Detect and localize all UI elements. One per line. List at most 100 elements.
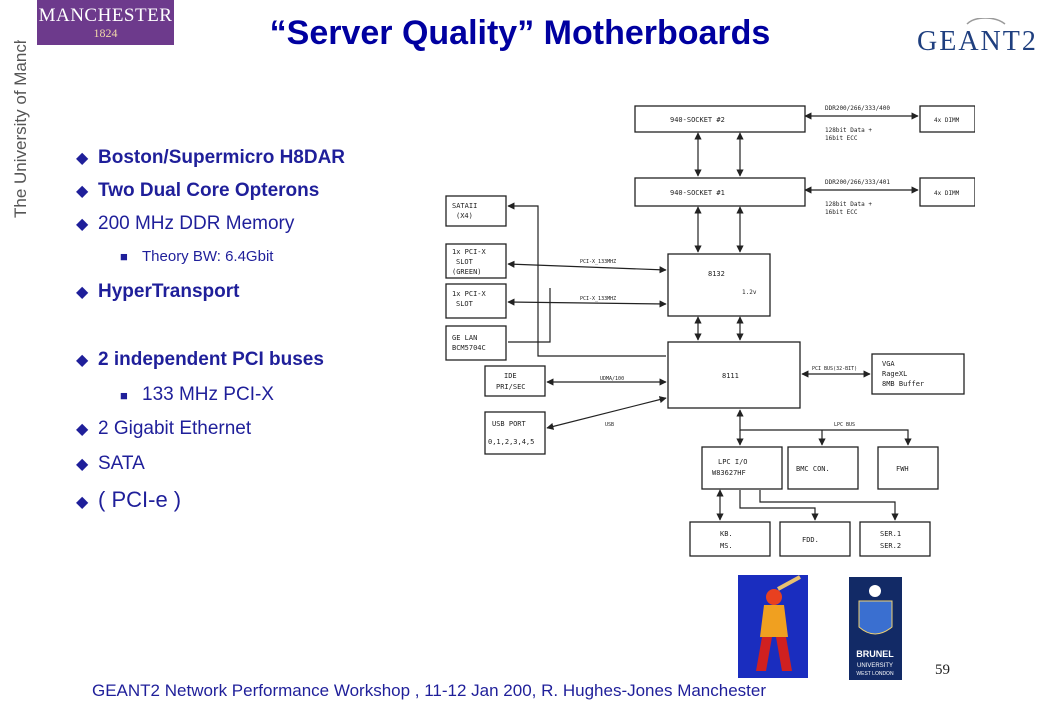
data-label-1: 128bit Data + [825,127,872,134]
bcm-label: BCM5704C [452,344,486,352]
ser2-label: SER.2 [880,542,901,550]
bmc-box [787,446,859,490]
bullet-item: ◆Two Dual Core Opterons [76,180,320,201]
slide-title: “Server Quality” Motherboards [269,14,771,52]
pci-bus-label: PCI BUS(32-BIT) [812,366,857,372]
sata-x4-label: (X4) [456,212,473,220]
diamond-bullet-icon: ◆ [76,284,89,301]
pcix-slot1-box [445,243,507,279]
square-bullet-icon: ■ [120,388,128,403]
brunel-logo-line2: UNIVERSITY [857,663,893,669]
sata-label: SATAII [452,202,477,210]
data-label-2: 128bit Data + [825,201,872,208]
bullet-item: ◆Boston/Supermicro H8DAR [76,147,346,168]
chip-8111-box [667,341,801,409]
diamond-bullet-icon: ◆ [76,150,89,167]
pcix1-green-label: (GREEN) [452,268,482,276]
socket1-box [634,177,806,207]
manchester-logo: MANCHESTER 1824 [37,0,174,45]
ser1-label: SER.1 [880,530,901,538]
ddr2-label: DDR200/266/333/400 [825,105,890,112]
ide-label: IDE [504,372,517,380]
lpc-io-label: LPC I/O [718,458,748,466]
gelan-label: GE LAN [452,334,477,342]
university-vertical-label: The University of Manchester [11,40,30,218]
usb-bus-label: USB [605,422,614,428]
bullet-item: ◆HyperTransport [76,281,240,302]
usb-ports-label: 0,1,2,3,4,5 [488,438,534,446]
kb-label: KB. [720,530,733,538]
fwh-label: FWH [896,465,909,473]
bullet-item: ◆2 independent PCI buses [76,349,324,370]
ecc-label-2: 16bit ECC [825,209,858,216]
lpc-bus-label: LPC BUS [834,422,855,428]
pcix-slot2-box [445,283,507,319]
pcix1-label: 1x PCI-X [452,248,487,256]
vga-buffer-label: 8MB Buffer [882,380,924,388]
square-bullet-icon: ■ [120,249,128,264]
geant2-logo-arc [966,18,1006,25]
manchester-logo-year: 1824 [93,26,118,40]
pcix1-slot-label: SLOT [456,258,474,266]
brunel-university-logo: BRUNEL UNIVERSITY WEST LONDON [849,577,902,680]
serial-box [859,521,931,557]
chip-8132-box [667,253,771,317]
bmc-label: BMC CON. [796,465,830,473]
chip-8132-label: 8132 [708,270,725,278]
diamond-bullet-icon: ◆ [76,183,89,200]
dimm-box-2 [919,105,975,133]
chip-8111-label: 8111 [722,372,739,380]
chip-8132-voltage-label: 1.2v [742,289,757,296]
vga-box [871,353,965,395]
fdd-label: FDD. [802,536,819,544]
dimm1-label: 4x DIMM [934,190,960,197]
diamond-bullet-icon: ◆ [76,352,89,369]
vga-label: VGA [882,360,895,368]
lpc-io-box [701,446,783,490]
sub-bullet-item: ■Theory BW: 6.4Gbit [120,248,274,265]
motherboard-block-diagram: 940-SOCKET #2 4x DIMM DDR200/266/333/400… [445,105,975,557]
brunel-logo-line1: BRUNEL [856,649,894,659]
udma-label: UDMA/100 [600,376,624,382]
kb-ms-box [689,521,771,557]
bullet-item: ◆SATA [76,453,145,474]
dimm-box-1 [919,177,975,207]
ms-label: MS. [720,542,733,550]
diamond-bullet-icon: ◆ [76,494,89,511]
fwh-box [877,446,939,490]
usb-box [484,411,546,455]
bullet-item: ◆2 Gigabit Ethernet [76,418,252,439]
ragexl-label: RageXL [882,370,907,378]
socket1-label: 940-SOCKET #1 [670,189,725,197]
brunel-logo-line3: WEST LONDON [856,671,894,677]
gelan-box [445,325,507,361]
diamond-bullet-icon: ◆ [76,421,89,438]
ddr1-label: DDR200/266/333/401 [825,179,890,186]
socket2-box [634,105,806,133]
w83627hf-label: W83627HF [712,469,746,477]
pcix2-slot-label: SLOT [456,300,474,308]
dimm2-label: 4x DIMM [934,117,960,124]
fdd-box [779,521,851,557]
baseball-player-image [738,575,808,678]
usb-port-label: USB PORT [492,420,527,428]
pcix2-label: 1x PCI-X [452,290,487,298]
geant2-logo-text: GEANT2 [917,26,1035,57]
ide-box [484,365,546,397]
university-vertical-text: The University of Manchester [11,40,30,218]
diamond-bullet-icon: ◆ [76,216,89,233]
sub-bullet-item: ■133 MHz PCI-X [120,384,274,405]
page-number: 59 [935,662,950,678]
pcix-bus-label-2: PCI-X_133MHZ [580,296,616,302]
bullet-item: ◆200 MHz DDR Memory [76,213,295,234]
footer-text: GEANT2 Network Performance Workshop , 11… [92,681,767,700]
manchester-logo-name: MANCHESTER [38,5,173,26]
ide-pri-sec-label: PRI/SEC [496,383,526,391]
ecc-label-1: 16bit ECC [825,135,858,142]
geant2-logo: GEANT2 [917,18,1035,57]
pcix-bus-label-1: PCI-X_133MHZ [580,259,616,265]
bullet-item: ◆( PCI-e ) [76,487,182,512]
diamond-bullet-icon: ◆ [76,456,89,473]
socket2-label: 940-SOCKET #2 [670,116,725,124]
sata-box [445,195,507,227]
